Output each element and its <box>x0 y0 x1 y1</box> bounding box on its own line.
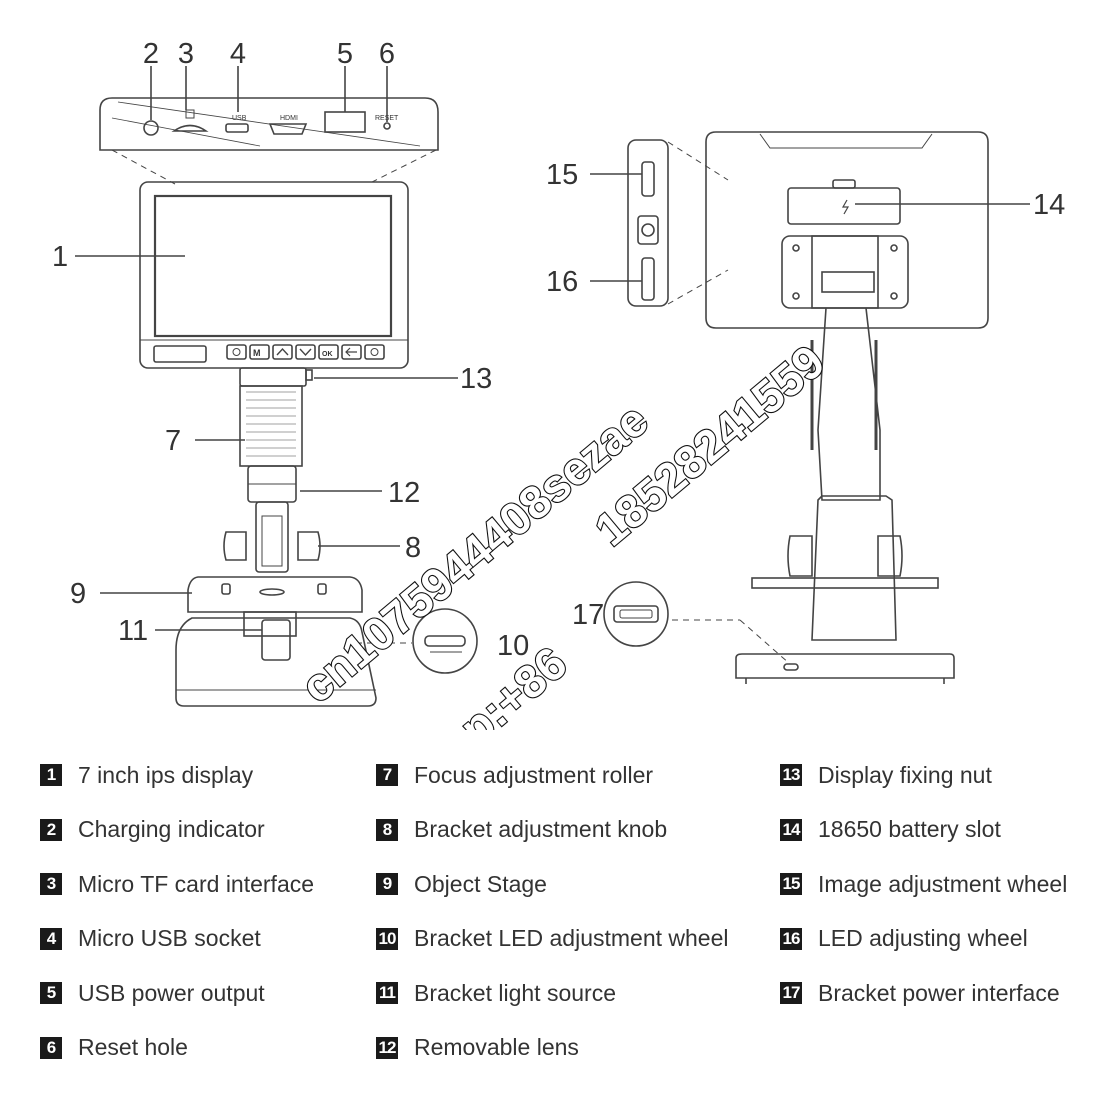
legend-item: 2 Charging indicator <box>40 803 314 858</box>
side-wheel-detail <box>627 139 669 307</box>
legend-number-badge: 3 <box>40 873 62 896</box>
legend-number-badge: 1 <box>40 764 62 787</box>
legend-label: Charging indicator <box>78 816 265 843</box>
legend-label: USB power output <box>78 979 265 1006</box>
legend-number-badge: 12 <box>376 1036 398 1059</box>
callout-17: 17 <box>572 599 604 631</box>
legend-label: Bracket light source <box>414 979 616 1006</box>
legend-item: 15 Image adjustment wheel <box>780 857 1067 912</box>
legend-label: Bracket power interface <box>818 979 1060 1006</box>
legend-item: 17 Bracket power interface <box>780 966 1067 1021</box>
legend-column-3: 13 Display fixing nut 14 18650 battery slo… <box>780 748 1067 1021</box>
callout-11: 11 <box>118 615 148 647</box>
callout-16: 16 <box>546 266 578 298</box>
legend-item: 1 7 inch ips display <box>40 748 314 803</box>
legend-item: 8 Bracket adjustment knob <box>376 803 729 858</box>
legend-item: 16 LED adjusting wheel <box>780 912 1067 967</box>
front-stand <box>175 367 377 707</box>
legend-label: Object Stage <box>414 870 547 897</box>
callout-14: 14 <box>1033 189 1065 221</box>
usb-output-port <box>324 111 366 133</box>
legend-number-badge: 8 <box>376 818 398 841</box>
legend-number-badge: 10 <box>376 927 398 950</box>
legend-label: LED adjusting wheel <box>818 925 1028 952</box>
reset-hole-label: RESET <box>375 115 399 122</box>
legend-item: 11 Bracket light source <box>376 966 729 1021</box>
callout-1: 1 <box>52 241 68 273</box>
power-interface-detail-circle <box>603 581 669 647</box>
legend-item: 5 USB power output <box>40 966 314 1021</box>
legend-number-badge: 4 <box>40 927 62 950</box>
callout-5: 5 <box>337 38 353 70</box>
legend-number-badge: 15 <box>780 873 802 896</box>
callout-9: 9 <box>70 578 86 610</box>
reset-hole <box>383 122 391 130</box>
ok-button-label: OK <box>322 351 333 358</box>
menu-button-label: M <box>253 348 261 358</box>
legend-item: 13 Display fixing nut <box>780 748 1067 803</box>
usb-port-label: USB <box>232 115 247 122</box>
legend-number-badge: 17 <box>780 982 802 1005</box>
legend-item: 6 Reset hole <box>40 1021 314 1076</box>
hdmi-port <box>268 123 308 135</box>
legend-label: Bracket adjustment knob <box>414 816 668 843</box>
legend-item: 12 Removable lens <box>376 1021 729 1076</box>
callout-4: 4 <box>230 38 246 70</box>
legend-item: 7 Focus adjustment roller <box>376 748 729 803</box>
legend-item: 4 Micro USB socket <box>40 912 314 967</box>
micro-usb-port <box>225 123 249 133</box>
watermark: cn1075944408sezae 18528241559 Whatsapp:+… <box>290 334 835 730</box>
callout-8: 8 <box>405 532 421 564</box>
callout-3: 3 <box>178 38 194 70</box>
legend-number-badge: 6 <box>40 1036 62 1059</box>
top-port-panel <box>99 97 439 151</box>
callout-7: 7 <box>165 425 181 457</box>
legend-number-badge: 14 <box>780 818 802 841</box>
legend-column-2: 7 Focus adjustment roller 8 Bracket adjust… <box>376 748 729 1075</box>
legend-number-badge: 13 <box>780 764 802 787</box>
rear-view <box>705 131 989 684</box>
legend-label: Image adjustment wheel <box>818 870 1068 897</box>
callout-12: 12 <box>388 477 420 509</box>
legend-label: Micro TF card interface <box>78 870 315 897</box>
legend-number-badge: 11 <box>376 982 398 1005</box>
callout-10: 10 <box>497 630 529 662</box>
callout-15: 15 <box>546 159 578 191</box>
microscope-diagram: USB HDMI RESET M OK 2 3 4 5 6 1 13 7 12 … <box>52 38 1065 730</box>
legend-item: 14 18650 battery slot <box>780 803 1067 858</box>
legend-number-badge: 16 <box>780 927 802 950</box>
hdmi-port-label: HDMI <box>280 115 298 122</box>
legend-label: 7 inch ips display <box>78 761 254 788</box>
display-front <box>139 181 409 369</box>
legend-label: Display fixing nut <box>818 761 992 788</box>
legend-item: 3 Micro TF card interface <box>40 857 314 912</box>
legend-number-badge: 2 <box>40 818 62 841</box>
led-wheel-detail-circle <box>412 608 478 674</box>
legend-number-badge: 5 <box>40 982 62 1005</box>
legend-number-badge: 9 <box>376 873 398 896</box>
legend-label: 18650 battery slot <box>818 816 1001 843</box>
legend-label: Removable lens <box>414 1034 579 1061</box>
legend-item: 10 Bracket LED adjustment wheel <box>376 912 729 967</box>
legend-item: 9 Object Stage <box>376 857 729 912</box>
callout-13: 13 <box>460 363 492 395</box>
legend-label: Bracket LED adjustment wheel <box>414 925 729 952</box>
callout-6: 6 <box>379 38 395 70</box>
legend-label: Reset hole <box>78 1034 188 1061</box>
legend-number-badge: 7 <box>376 764 398 787</box>
watermark-line-1: cn1075944408sezae <box>291 393 658 712</box>
tf-card-slot <box>171 124 209 132</box>
legend-label: Focus adjustment roller <box>414 761 654 788</box>
charging-indicator-hole <box>143 120 159 136</box>
legend-label: Micro USB socket <box>78 925 261 952</box>
callout-2: 2 <box>143 38 159 70</box>
